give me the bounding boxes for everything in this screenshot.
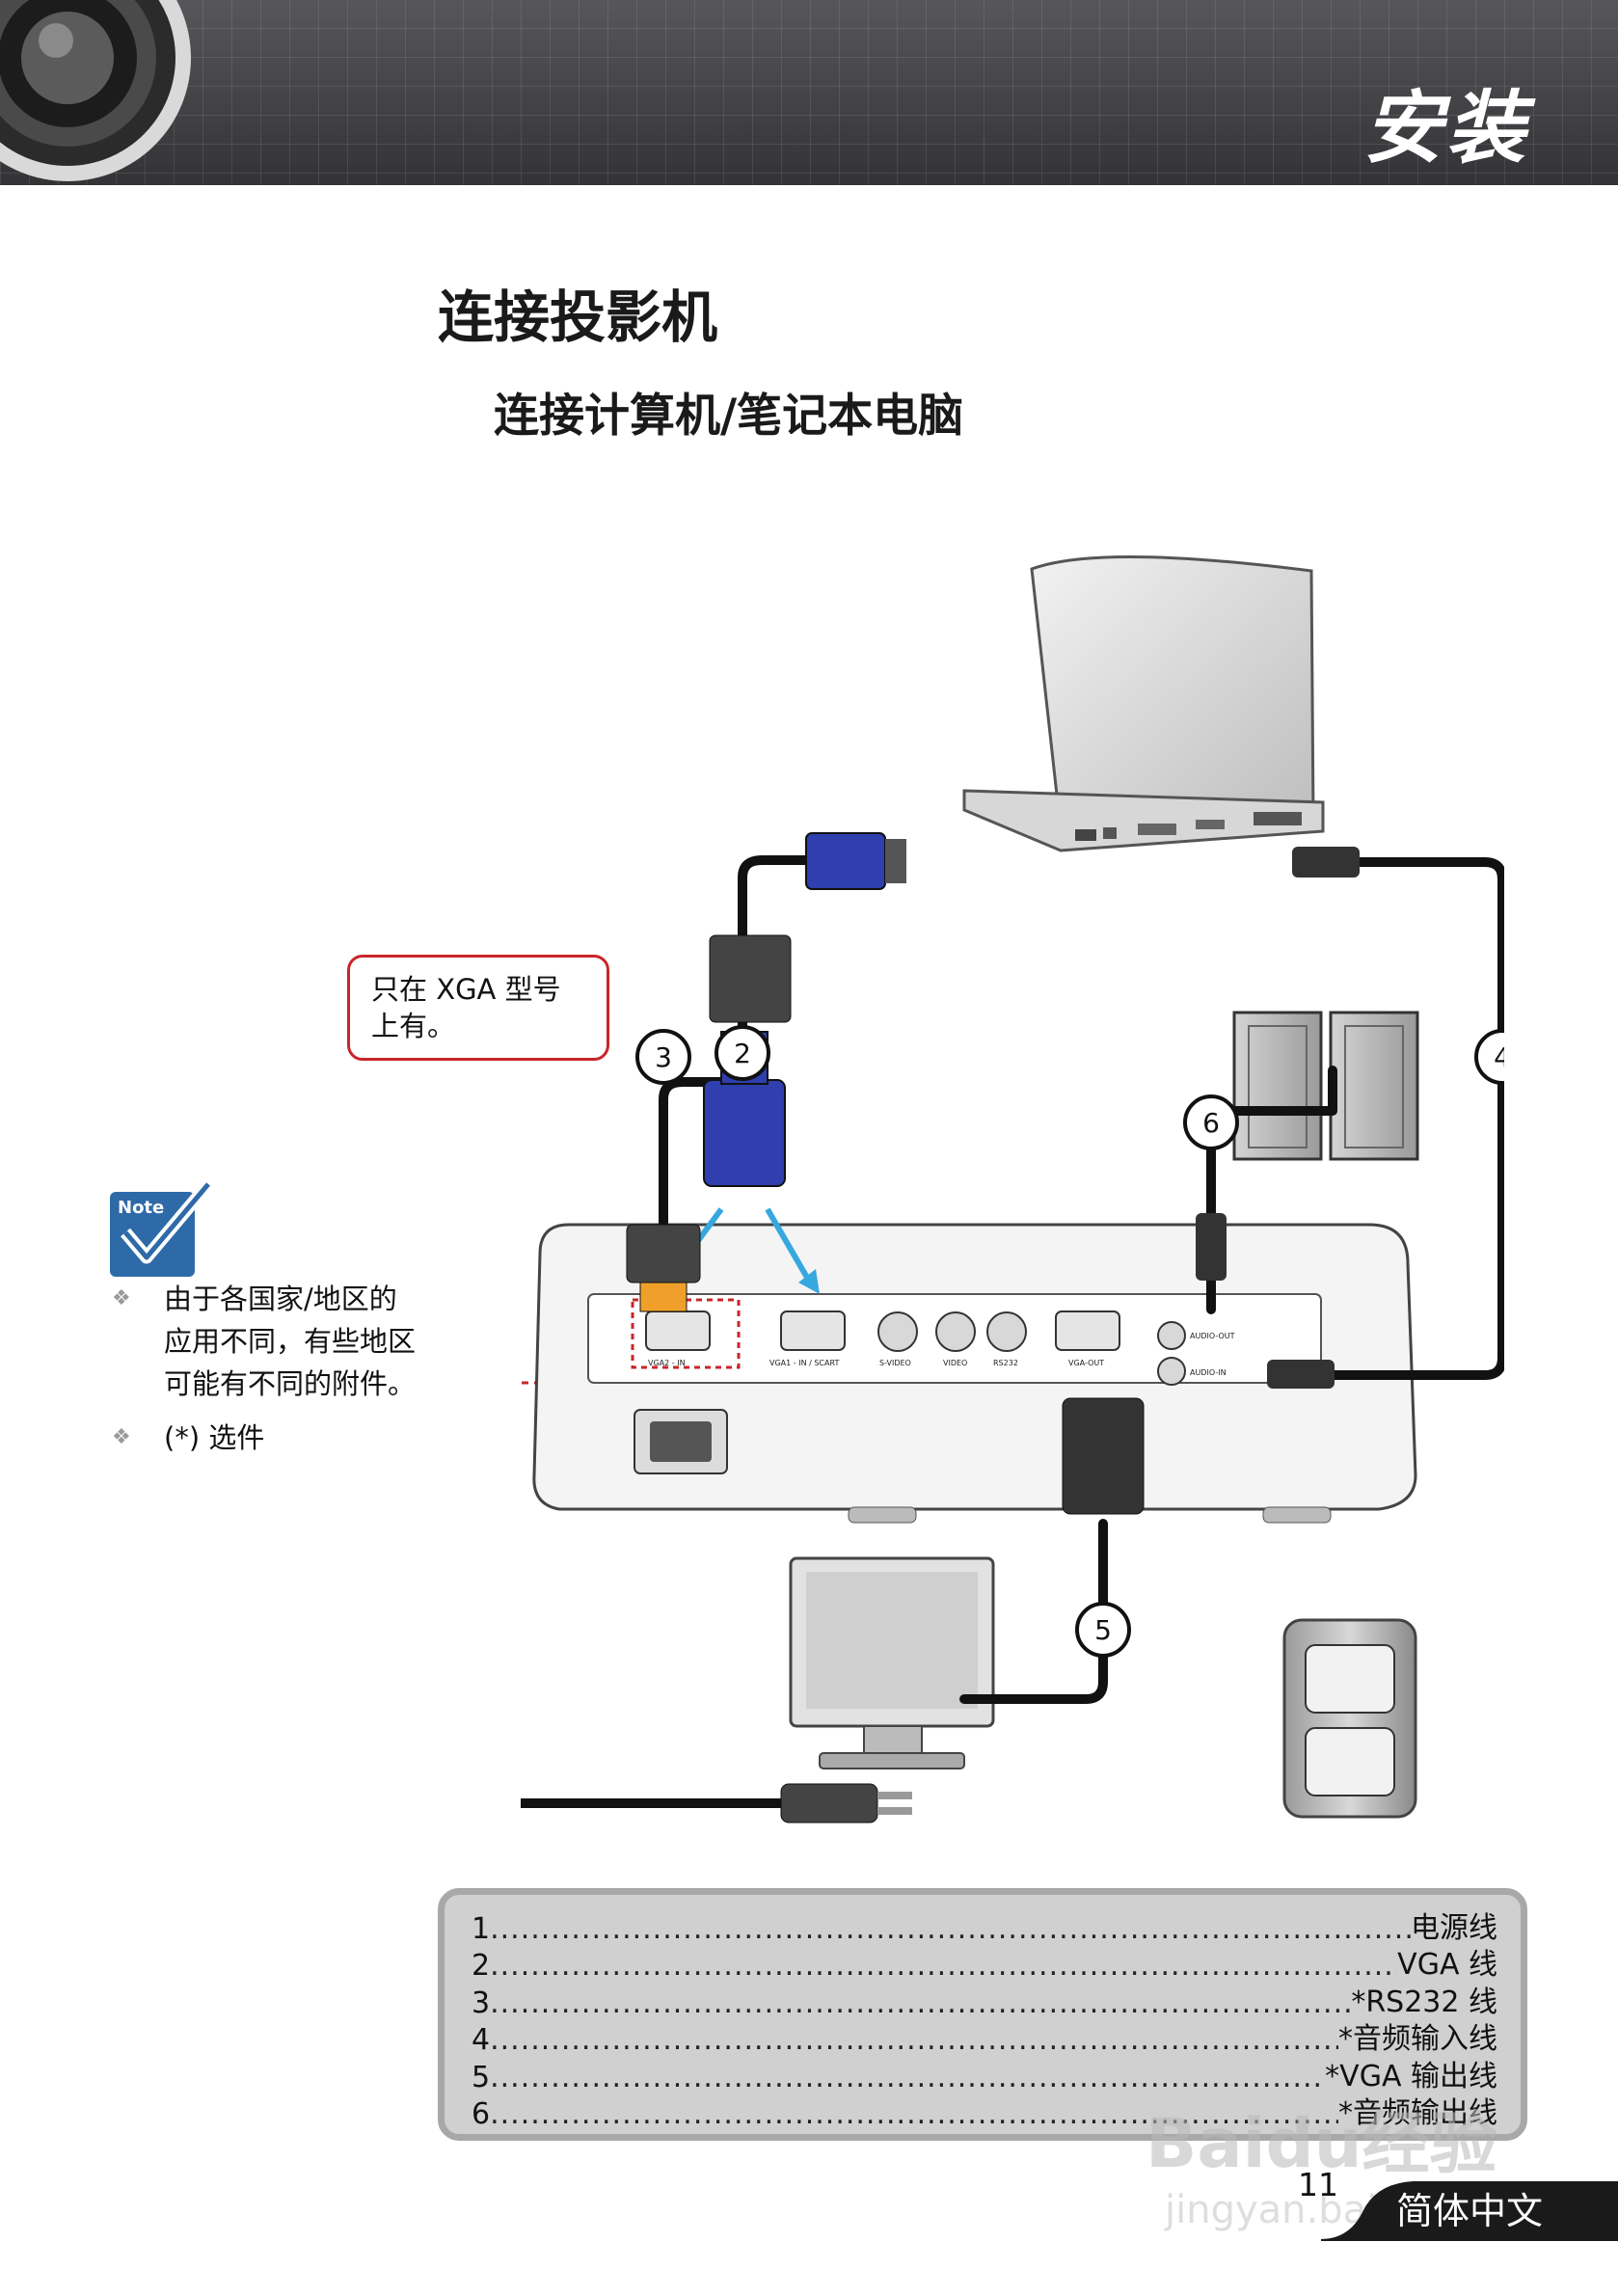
cable-marker-2: 2 <box>715 1025 770 1081</box>
page-section-title: 安装 <box>1363 83 1529 175</box>
legend-row: 4 ......................................… <box>472 2020 1497 2057</box>
legend-number: 5 <box>472 2060 491 2094</box>
footer-language: 简体中文 <box>1396 2190 1544 2232</box>
note-list: ❖ 由于各国家/地区的应用不同，有些地区可能有不同的附件。 ❖ (*) 选件 <box>108 1278 417 1471</box>
svg-text:2: 2 <box>734 1038 751 1069</box>
note-check-icon: Note <box>110 1179 213 1277</box>
lens-graphic <box>0 0 191 181</box>
footer-language-tab <box>1321 2181 1618 2241</box>
section-heading: 连接投影机 <box>438 284 718 350</box>
port-label: AUDIO-IN <box>1190 1368 1227 1377</box>
port-label: VGA2 - IN <box>648 1359 686 1367</box>
legend-number: 4 <box>472 2023 491 2057</box>
legend-row: 5 ......................................… <box>472 2057 1497 2094</box>
legend-number: 6 <box>472 2097 491 2131</box>
legend-row: 6 ......................................… <box>472 2094 1497 2131</box>
vga-out-connector <box>1062 1397 1145 1515</box>
projector-rear-panel: VGA2 - IN VGA1 - IN / SCART S-VIDEO VIDE… <box>532 1223 1417 1524</box>
port-label: AUDIO-OUT <box>1190 1332 1235 1340</box>
blue-arrow-icon <box>765 1207 813 1284</box>
legend-leader: ........................................… <box>490 2023 1338 2057</box>
cable-marker-3: 3 <box>635 1029 691 1085</box>
cable-marker-4: 4 <box>1474 1029 1504 1085</box>
header-band: 安装 <box>0 0 1618 185</box>
audio-plug-in <box>1267 1360 1335 1389</box>
legend-label: *RS232 线 <box>1351 1985 1497 2019</box>
legend-leader: ........................................… <box>490 1985 1352 2020</box>
legend-leader: ........................................… <box>490 1949 1397 1983</box>
legend-label: 电源线 <box>1411 1910 1497 1945</box>
audio-plug-laptop <box>1292 847 1360 878</box>
legend-leader: ........................................… <box>490 2097 1338 2131</box>
svg-text:3: 3 <box>655 1041 672 1073</box>
cable-legend: 1 ......................................… <box>438 1888 1527 2141</box>
legend-number: 2 <box>472 1949 491 1983</box>
port-label: VGA1 - IN / SCART <box>769 1359 839 1367</box>
legend-number: 3 <box>472 1985 491 2020</box>
legend-label: *音频输入线 <box>1338 2022 1497 2056</box>
note-item: ❖ 由于各国家/地区的应用不同，有些地区可能有不同的附件。 <box>108 1278 417 1405</box>
audio-plug-out <box>1196 1213 1227 1281</box>
legend-label: *VGA 输出线 <box>1325 2059 1497 2093</box>
monitor-icon <box>789 1556 995 1769</box>
svg-text:6: 6 <box>1202 1107 1220 1139</box>
wall-outlet-icon <box>1282 1618 1417 1819</box>
power-plug-outlet <box>780 1783 912 1823</box>
rs232-connector <box>626 1224 701 1312</box>
legend-number: 1 <box>472 1911 491 1946</box>
db9-connector-laptop <box>709 934 792 1023</box>
vga-connector-top <box>805 832 906 890</box>
laptop-icon <box>962 555 1325 852</box>
xga-only-callout: 只在 XGA 型号上有。 <box>347 955 609 1061</box>
cable-marker-6: 6 <box>1183 1094 1239 1150</box>
note-item: ❖ (*) 选件 <box>108 1417 417 1459</box>
legend-row: 3 ......................................… <box>472 1983 1497 2020</box>
note-text: (*) 选件 <box>164 1421 265 1454</box>
port-label: VGA-OUT <box>1068 1359 1104 1367</box>
note-icon-label: Note <box>118 1198 164 1218</box>
svg-text:Baidu经验: Baidu经验 <box>1146 2104 1497 2183</box>
page-number: 11 <box>1298 2166 1338 2203</box>
subsection-heading: 连接计算机/笔记本电脑 <box>494 390 964 443</box>
diamond-bullet-icon: ❖ <box>112 1286 131 1310</box>
svg-text:5: 5 <box>1094 1614 1112 1646</box>
svg-text:4: 4 <box>1494 1041 1504 1073</box>
diamond-bullet-icon: ❖ <box>112 1425 131 1449</box>
speakers-icon <box>1232 1011 1419 1161</box>
port-label: S-VIDEO <box>879 1359 911 1367</box>
legend-leader: ........................................… <box>490 2060 1325 2094</box>
port-label: RS232 <box>993 1359 1018 1367</box>
connection-diagram: VGA2 - IN VGA1 - IN / SCART S-VIDEO VIDE… <box>521 555 1504 1823</box>
legend-label: *音频输出线 <box>1338 2096 1497 2130</box>
legend-row: 1 ......................................… <box>472 1908 1497 1946</box>
legend-row: 2 ......................................… <box>472 1946 1497 1983</box>
cable-marker-5: 5 <box>1075 1602 1131 1658</box>
port-label: VIDEO <box>943 1359 967 1367</box>
legend-leader: ........................................… <box>490 1911 1411 1946</box>
note-text: 由于各国家/地区的应用不同，有些地区可能有不同的附件。 <box>164 1283 417 1400</box>
legend-label: VGA 线 <box>1397 1948 1497 1982</box>
